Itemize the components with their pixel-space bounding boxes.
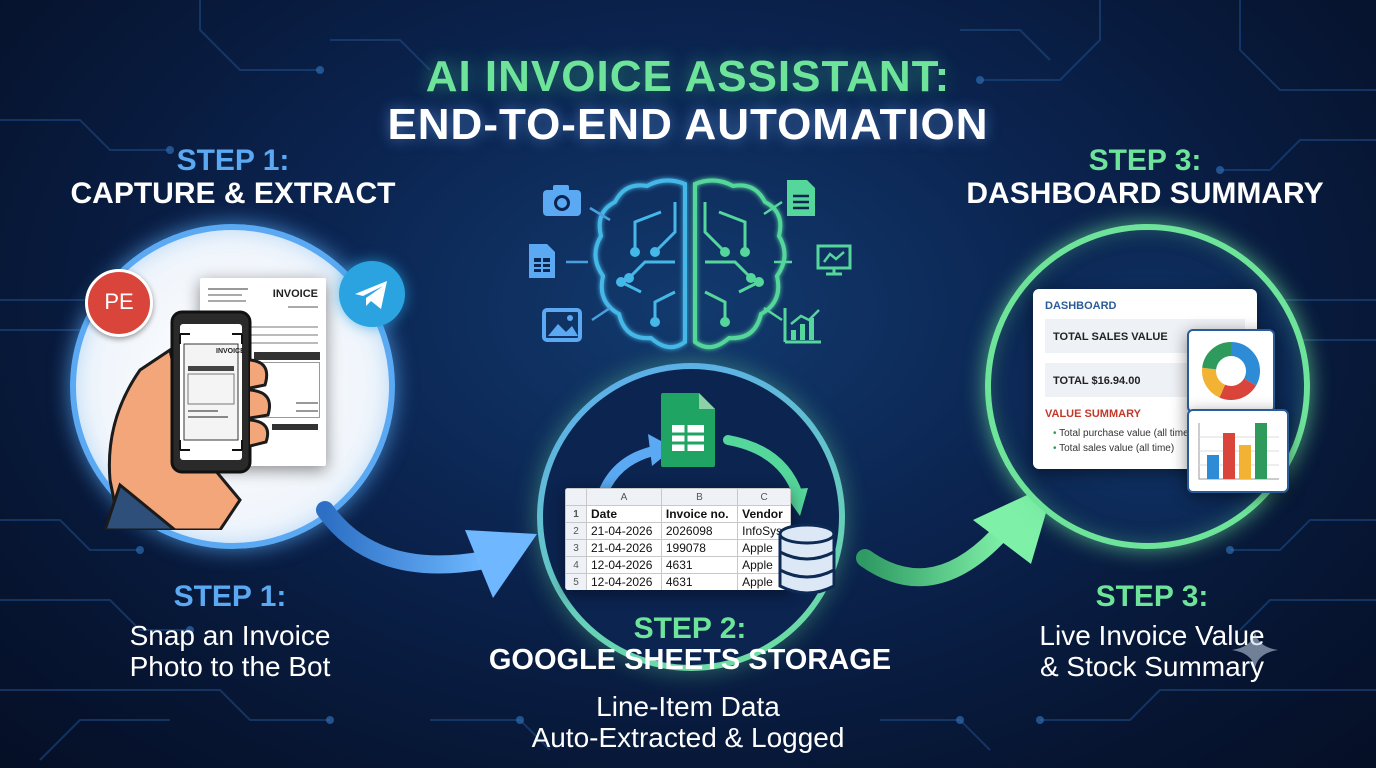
spreadsheet-table: A B C 1 Date Invoice no. Vendor 2 21-04-… — [565, 488, 791, 590]
icon-connectors — [566, 200, 792, 322]
total-value: TOTAL $16.94.00 — [1053, 375, 1141, 387]
header-date: Date — [586, 505, 662, 523]
step3-label-top: STEP 3: — [1088, 144, 1202, 177]
spreadsheet-icon — [529, 244, 555, 278]
step2-desc-line2: Auto-Extracted & Logged — [531, 722, 845, 753]
bullet-dot: • — [1053, 443, 1057, 454]
table-row: 5 12-04-2026 4631 Apple — [565, 573, 791, 590]
database-icon — [778, 523, 836, 595]
hand-holding-phone — [103, 310, 271, 530]
presentation-icon — [816, 244, 852, 276]
dashboard-title: DASHBOARD — [1045, 300, 1117, 312]
bar-chart-card — [1187, 409, 1289, 493]
title-line-2: END-TO-END AUTOMATION — [387, 100, 989, 149]
bullet-sales: • Total sales value (all time) — [1053, 443, 1174, 454]
step2-desc-line1: Line-Item Data — [596, 691, 780, 722]
title-line-1: AI INVOICE ASSISTANT: — [425, 52, 951, 101]
donut-chart-card — [1187, 329, 1275, 413]
step1-label-bottom: STEP 1: — [173, 580, 287, 613]
step2-label: STEP 2: — [633, 612, 747, 645]
invoice-heading: INVOICE — [272, 288, 318, 300]
brain-icon — [593, 178, 787, 350]
step1-label-top: STEP 1: — [176, 144, 290, 177]
step3-label-bottom: STEP 3: — [1095, 580, 1209, 613]
header-invoice-no: Invoice no. — [660, 505, 739, 523]
bullet-dot: • — [1053, 428, 1057, 439]
bullet-purchase: • Total purchase value (all time) — [1053, 428, 1192, 439]
document-icon — [787, 180, 815, 216]
column-a: A — [586, 488, 662, 506]
table-row: 3 21-04-2026 199078 Apple — [565, 539, 791, 557]
google-sheets-icon — [661, 393, 715, 467]
step3-desc-line2: & Stock Summary — [1039, 651, 1265, 682]
step2-subtitle: GOOGLE SHEETS STORAGE — [488, 644, 892, 676]
column-letters: A B C — [565, 488, 791, 506]
telegram-icon — [339, 261, 405, 327]
bar-chart-icon — [783, 308, 821, 344]
column-c: C — [737, 488, 791, 506]
column-b: B — [660, 488, 739, 506]
sparkle-icon — [1232, 632, 1278, 668]
pe-badge-text: PE — [104, 289, 134, 314]
table-row: 2 21-04-2026 2026098 InfoSys — [565, 522, 791, 540]
image-icon — [542, 308, 582, 342]
donut-chart — [1202, 342, 1260, 400]
arrow-step1-to-step2 — [316, 501, 537, 598]
step1-desc-line1: Snap an Invoice — [129, 620, 331, 651]
phone-invoice-heading: INVOICE — [216, 348, 245, 355]
step3-subtitle: DASHBOARD SUMMARY — [966, 177, 1324, 210]
header-row: 1 Date Invoice no. Vendor — [565, 505, 791, 523]
sheet-grid: A B C 1 Date Invoice no. Vendor 2 21-04-… — [565, 488, 791, 590]
header-vendor: Vendor — [737, 505, 791, 523]
step1-subtitle: CAPTURE & EXTRACT — [70, 177, 396, 210]
step3-desc-line1: Live Invoice Value — [1039, 620, 1265, 651]
bullet-sales-text: Total sales value (all time) — [1059, 443, 1175, 454]
mini-bar-chart — [1198, 423, 1279, 480]
pe-badge: PE — [85, 269, 153, 337]
camera-icon — [543, 185, 581, 216]
total-sales-label: TOTAL SALES VALUE — [1053, 331, 1168, 343]
table-row: 4 12-04-2026 4631 Apple — [565, 556, 791, 574]
step1-desc-line2: Photo to the Bot — [129, 651, 331, 682]
bullet-purchase-text: Total purchase value (all time) — [1059, 428, 1192, 439]
value-summary-title: VALUE SUMMARY — [1045, 408, 1141, 420]
